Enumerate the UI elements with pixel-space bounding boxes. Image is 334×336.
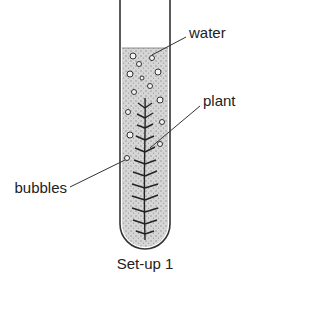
plant-drawing [132, 98, 158, 240]
leader-lines [70, 37, 200, 187]
bubbles-drawing [125, 53, 165, 161]
plant-label: plant [203, 93, 236, 110]
tube-outline [120, 0, 170, 249]
caption-label: Set-up 1 [117, 256, 174, 273]
water-label: water [189, 25, 226, 42]
water-fill [122, 48, 168, 247]
bubbles-label: bubbles [14, 180, 67, 197]
